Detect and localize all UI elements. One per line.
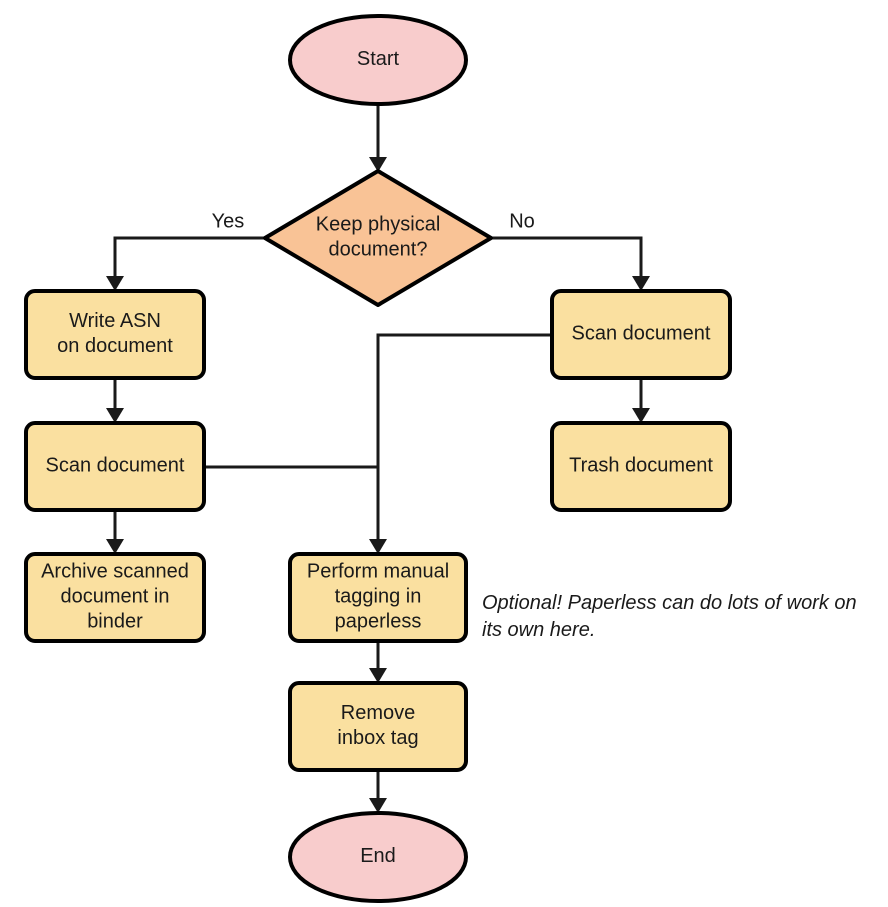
node-shape-rect[interactable] xyxy=(288,681,468,772)
edge-scan-right-to-trash xyxy=(632,378,650,423)
node-scan-document-left[interactable]: Scan document xyxy=(24,421,206,512)
node-scan-document-right[interactable]: Scan document xyxy=(550,289,732,380)
arrowhead-icon xyxy=(106,539,124,554)
edge-path xyxy=(113,236,265,285)
node-shape-ellipse[interactable] xyxy=(288,14,468,106)
edge-decision-no: No xyxy=(491,210,650,291)
node-label-trash-document: Trash document xyxy=(569,455,713,477)
arrowhead-icon xyxy=(369,539,387,554)
node-trash-document[interactable]: Trash document xyxy=(550,421,732,512)
arrowhead-icon xyxy=(369,798,387,813)
edge-scan-right-to-tagging xyxy=(369,333,552,554)
edge-label-decision-yes: Yes xyxy=(212,210,245,232)
node-shape-rect[interactable] xyxy=(24,289,206,380)
edge-tagging-to-remove-tag xyxy=(369,641,387,683)
edge-write-asn-to-scan xyxy=(106,378,124,423)
node-label-scan-document-left: Scan document xyxy=(46,455,185,477)
edge-decision-yes: Yes xyxy=(106,210,265,291)
edge-path xyxy=(491,236,643,285)
arrowhead-icon xyxy=(106,276,124,291)
annotation-optional-note: Optional! Paperless can do lots of work … xyxy=(482,592,857,641)
node-shape-rect[interactable] xyxy=(24,552,206,643)
node-shape-diamond[interactable] xyxy=(263,169,493,307)
arrowhead-icon xyxy=(106,408,124,423)
edge-scan-left-to-archive xyxy=(106,510,124,554)
edge-start-to-decision xyxy=(369,104,387,172)
arrowhead-icon xyxy=(369,668,387,683)
annotations-layer: Optional! Paperless can do lots of work … xyxy=(482,592,857,641)
arrowhead-icon xyxy=(369,157,387,172)
node-shape-rect[interactable] xyxy=(550,421,732,512)
edge-label-decision-no: No xyxy=(509,210,535,232)
edge-remove-tag-to-end xyxy=(369,770,387,813)
node-shape-rect[interactable] xyxy=(24,421,206,512)
node-shape-rect[interactable] xyxy=(288,552,468,643)
arrowhead-icon xyxy=(632,408,650,423)
node-shape-rect[interactable] xyxy=(550,289,732,380)
arrowhead-icon xyxy=(632,276,650,291)
node-label-scan-document-right: Scan document xyxy=(572,323,711,345)
node-shape-ellipse[interactable] xyxy=(288,811,468,903)
edges-layer: Yes No xyxy=(106,104,650,813)
edge-path xyxy=(376,333,552,548)
node-start[interactable]: Start xyxy=(288,14,468,106)
node-label-end: End xyxy=(360,845,396,867)
node-label-start: Start xyxy=(357,48,400,70)
node-end[interactable]: End xyxy=(288,811,468,903)
